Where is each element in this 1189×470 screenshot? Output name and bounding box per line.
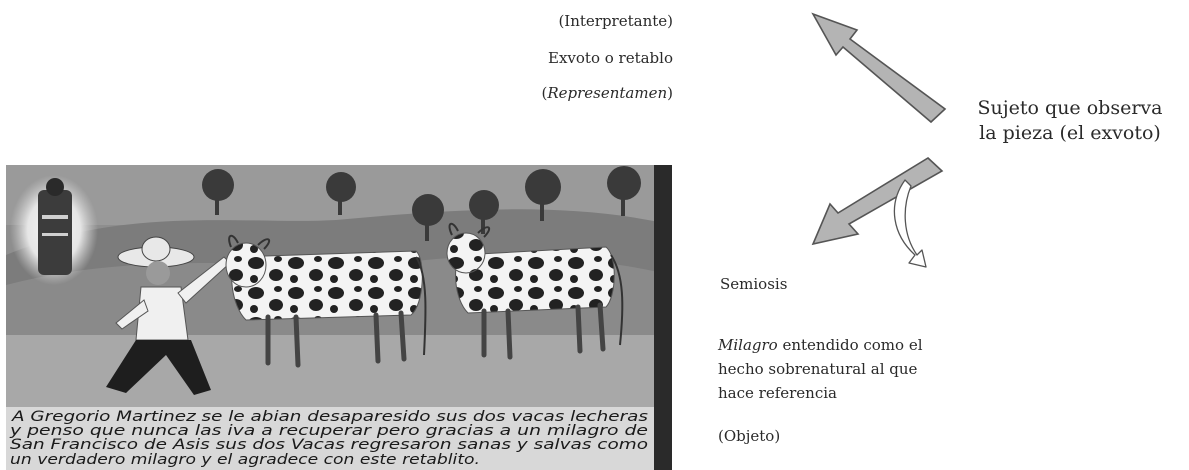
retablo-painting: A Gregorio Martinez se le abian desapare… [6,165,672,470]
inscription-line-3: San Francisco de Asis sus dos Vacas regr… [10,437,648,453]
curved-arrow [894,180,926,267]
arrow-to-objeto [813,158,942,244]
arrow-to-interpretante [813,14,945,122]
inscription-line-4: un verdadero milagro y el agradece con e… [10,452,480,468]
